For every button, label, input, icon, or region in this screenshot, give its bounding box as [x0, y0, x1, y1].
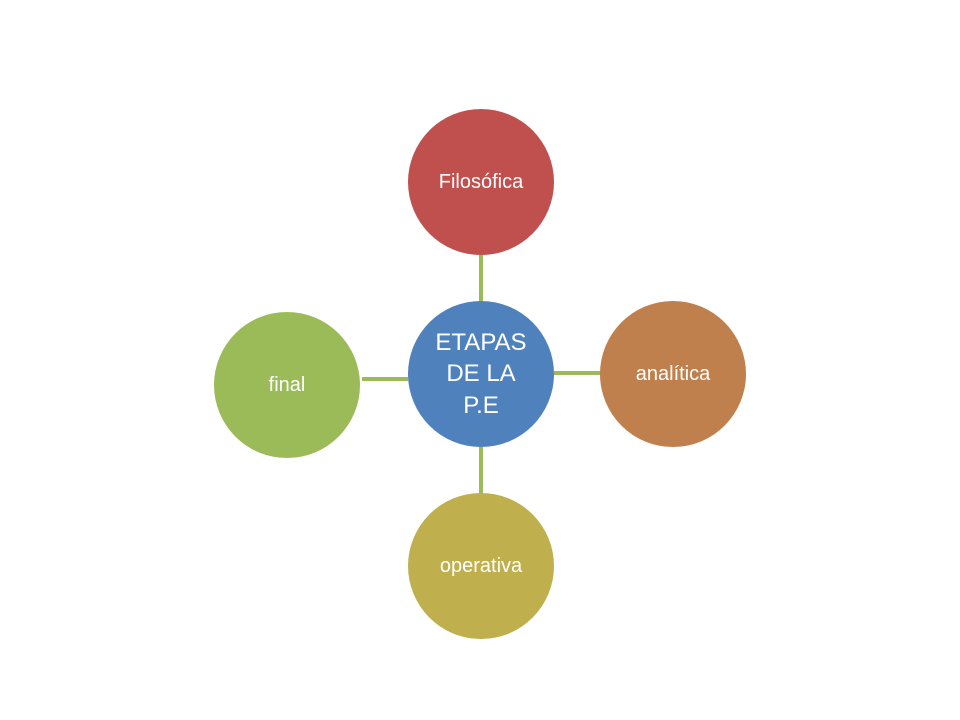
connector-bottom: [479, 446, 483, 494]
connector-left: [362, 377, 408, 381]
node-operativa: operativa: [408, 493, 554, 639]
node-filosofica-label: Filosófica: [438, 171, 524, 193]
node-final: final: [214, 312, 360, 458]
node-analitica: analítica: [600, 301, 746, 447]
node-analitica-label: analítica: [635, 363, 711, 385]
node-final-label: final: [268, 374, 306, 396]
center-node: ETAPAS DE LA P.E: [408, 301, 554, 447]
center-node-label: ETAPAS DE LA P.E: [435, 329, 527, 419]
node-filosofica: Filosófica: [408, 109, 554, 255]
connector-right: [554, 371, 602, 375]
node-operativa-label: operativa: [439, 555, 523, 577]
connector-top: [479, 254, 483, 302]
